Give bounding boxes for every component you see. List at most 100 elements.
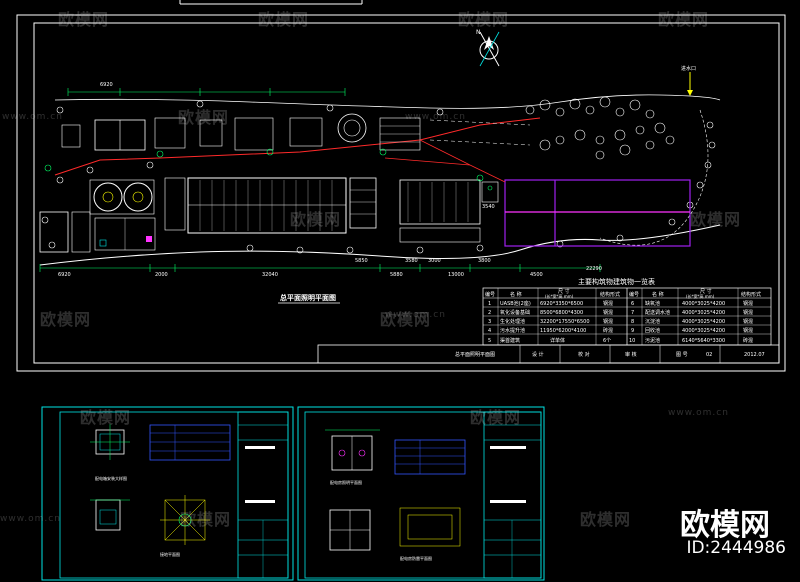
table-cell: 钢混 [743, 309, 753, 316]
watermark-url: www.om.cn [668, 408, 729, 418]
watermark-text: 欧模网 [470, 408, 522, 427]
detail-right-title-a: 配电房照明平面图 [330, 479, 362, 485]
dim-d: 3000 [428, 258, 441, 264]
table-cell: 2 [488, 310, 491, 316]
watermark-text: 欧模网 [258, 10, 310, 29]
title-bar-design: 设 计 [532, 351, 544, 358]
dim-h: 22290 [586, 266, 602, 272]
table-cell: 32200*17550*6500 [540, 319, 590, 325]
watermark-text: 欧模网 [80, 408, 132, 427]
dim-e: 13000 [448, 272, 464, 278]
watermark-text: 欧模网 [178, 108, 230, 127]
dim-b: 32040 [262, 272, 278, 278]
dim-c: 5880 [390, 272, 403, 278]
previous-sheet-edge [179, 0, 363, 5]
table-cell: 9 [631, 328, 634, 334]
title-bar-check: 校 对 [578, 351, 590, 358]
table-cell: 砖混 [743, 337, 753, 344]
table-cell: 钢混 [603, 318, 613, 325]
watermark-text: 欧模网 [290, 210, 342, 229]
table-cell: 3 [488, 319, 491, 325]
th-left-name: 名 称 [510, 291, 522, 298]
table-cell: 7 [631, 310, 634, 316]
lightning-plan [399, 507, 461, 547]
title-bar: 总平面照明平面图 设 计 校 对 审 核 图 号 02 2012.07 [317, 344, 780, 364]
main-treatment-tank [164, 177, 481, 243]
th-right-no: 编号 [629, 291, 639, 298]
table-cell: 氧化设备基础 [500, 309, 530, 316]
table-cell: 6920*3350*6500 [540, 301, 583, 307]
th-left-size: 尺 寸 [558, 288, 570, 295]
watermark-url: www.om.cn [385, 310, 446, 320]
watermark-text: 欧模网 [40, 310, 92, 329]
watermark-text: 欧模网 [380, 310, 432, 329]
detail-right-title-b: 配电房防雷平面图 [400, 555, 432, 561]
dim-top: 6920 [100, 82, 113, 88]
table-cell: 6个 [603, 338, 611, 344]
site-boundary [39, 94, 721, 266]
dim-f: 3800 [478, 258, 491, 264]
building-bottom-left [39, 211, 156, 253]
table-cell: 沉淀池 [645, 318, 660, 325]
table-cell: 详单体 [550, 337, 565, 344]
table-cell: 砖混 [603, 327, 613, 334]
table-cell: 钢混 [743, 327, 753, 334]
table-cell: 配送调水池 [645, 309, 670, 316]
th-left-no: 编号 [485, 291, 495, 298]
th-right-name: 名 称 [652, 291, 664, 298]
sludge-tanks [481, 179, 691, 247]
grounding-plan [160, 495, 210, 545]
table-cell: 钢混 [603, 309, 613, 316]
th-right-size: 尺 寸 [700, 288, 712, 295]
watermark-text: 欧模网 [580, 510, 632, 529]
dim-g: 4500 [530, 272, 543, 278]
table-cell: 4000*3025*4200 [682, 301, 725, 307]
light-fixtures [44, 148, 493, 191]
table-cell: 缺氧池 [645, 300, 660, 307]
dim-a: 6920 [58, 272, 71, 278]
watermark-text: 欧模网 [458, 10, 510, 29]
watermark-url: www.om.cn [405, 112, 466, 122]
table-cell: UASB池(2座) [500, 300, 531, 307]
table-cell: 1 [488, 301, 491, 307]
building-top-left [61, 113, 531, 151]
detail-left-title-a: 配电箱安装大样图 [95, 475, 127, 481]
watermark-url: www.om.cn [0, 514, 61, 524]
inlet-marker: 进水口 [681, 65, 696, 96]
title-bar-drawing-no: 02 [706, 352, 712, 358]
title-bar-drawing-no-label: 图 号 [676, 352, 688, 358]
title-bar-drawing: 总平面照明平面图 [455, 351, 495, 358]
table-cell: 8 [631, 319, 634, 325]
brand-logo: 欧模网 [680, 508, 770, 543]
detail-sheet-left: 配电箱安装大样图 接地平面图 [41, 406, 294, 581]
table-cell: 5 [488, 338, 491, 344]
table-cell: 4000*3025*4200 [682, 310, 725, 316]
table-cell: 渠首建筑 [500, 337, 520, 344]
watermark-text: 欧模网 [180, 510, 232, 529]
table-cell: 10 [629, 338, 635, 344]
table-title: 主要构筑物建筑物一览表 [578, 277, 655, 286]
title-bar-review: 审 核 [625, 351, 637, 358]
table-cell: 钢混 [743, 300, 753, 307]
dim-i: 3540 [482, 204, 495, 210]
table-cell: 8500*6800*4300 [540, 310, 583, 316]
table-cell: 回收池 [645, 327, 660, 334]
table-cell: 钢混 [603, 300, 613, 307]
table-cell: 4000*3025*4200 [682, 319, 725, 325]
th-left-size-sub: (长*宽*高 mm) [545, 293, 574, 299]
table-cell: 11950*6200*4100 [540, 328, 586, 334]
th-left-struct: 结构形式 [600, 291, 620, 298]
top-dimension-line: 6920 [67, 82, 346, 96]
table-cell: 生化处理池 [500, 318, 525, 325]
table-cell: 污泥池 [645, 337, 660, 344]
th-right-size-sub: (长*宽*高 mm) [686, 293, 715, 299]
dim-k: 3580 [405, 258, 418, 264]
th-right-struct: 结构形式 [741, 291, 761, 298]
drawing-title: 总平面照明平面图 [280, 293, 336, 302]
table-cell: 钢混 [743, 318, 753, 325]
tree-cluster [41, 96, 716, 254]
bottom-dimension-line: 6920 32040 5880 3000 13000 3800 4500 222… [39, 204, 602, 278]
title-bar-date: 2012.07 [744, 352, 765, 358]
table-cell: 4000*3025*4200 [682, 328, 725, 334]
